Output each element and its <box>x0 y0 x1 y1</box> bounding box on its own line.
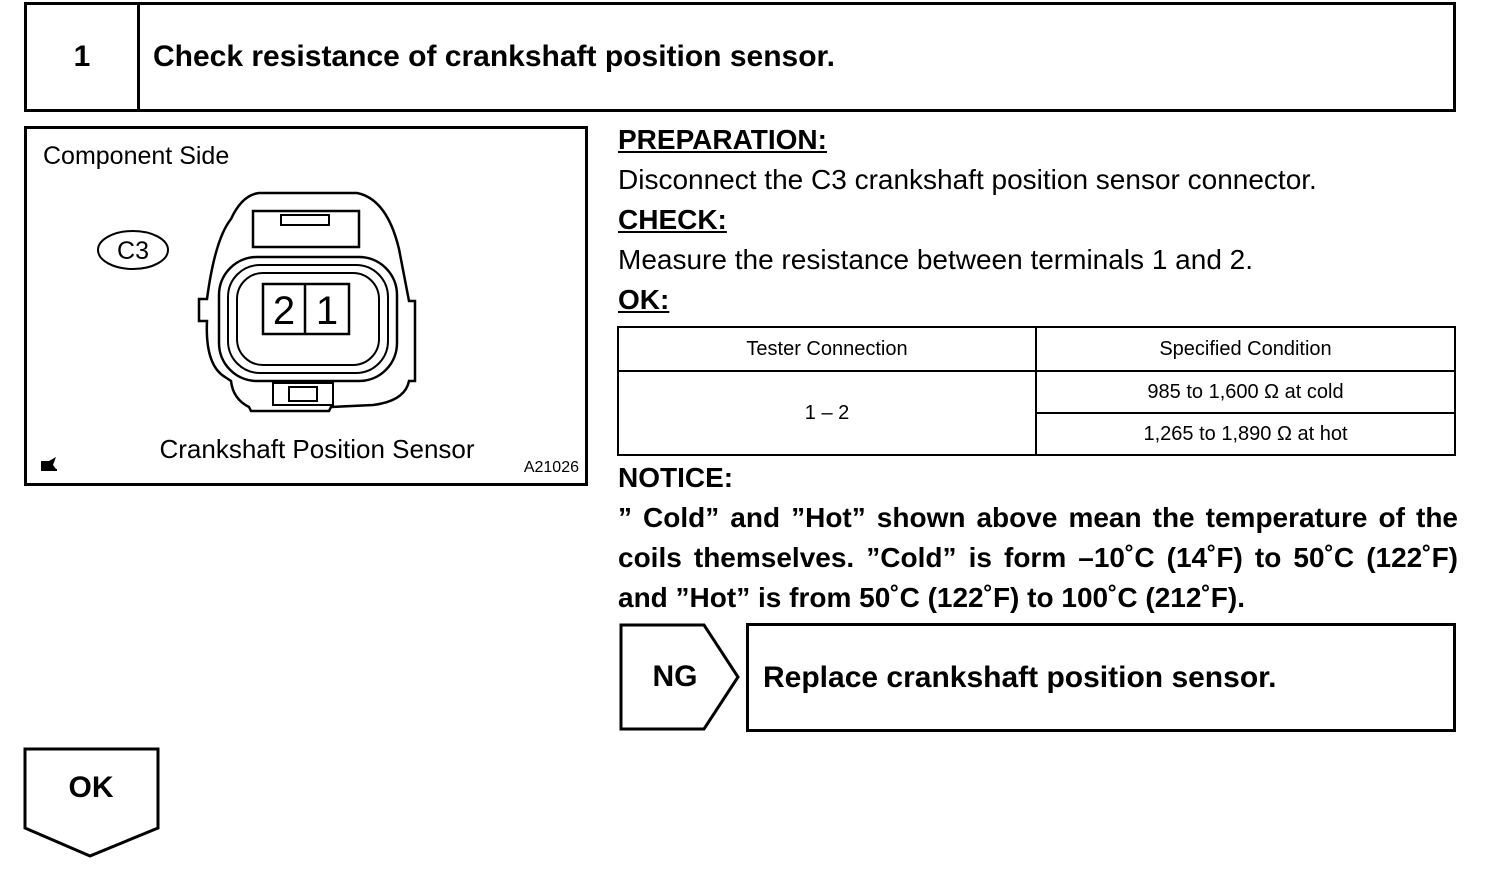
connector-illustration: Component Side C3 2 1 Crankshaft Positio… <box>24 126 588 486</box>
notice-text: ” Cold” and ”Hot” shown above mean the t… <box>618 502 1458 613</box>
connector-latch <box>251 209 361 249</box>
preparation-heading: PREPARATION: <box>618 124 827 155</box>
step-title: Check resistance of crankshaft position … <box>153 40 835 73</box>
ng-action-text: Replace crankshaft position sensor. <box>763 660 1277 694</box>
ng-action-box: Replace crankshaft position sensor. <box>746 623 1456 732</box>
header-specified-condition: Specified Condition <box>1035 326 1456 372</box>
table-row: 1 – 2 985 to 1,600 Ω at cold <box>616 370 1456 456</box>
component-side-label: Component Side <box>43 142 229 170</box>
ng-label: NG <box>652 660 698 693</box>
check-text: Measure the resistance between terminals… <box>618 244 1254 275</box>
connector-housing-middle <box>227 264 389 374</box>
figure-code: A21026 <box>524 459 579 476</box>
terminal-2-label: 2 <box>273 289 295 333</box>
ok-heading: OK: <box>618 284 670 315</box>
spec-table: Tester Connection Specified Condition 1 … <box>616 326 1456 456</box>
connector-id-ellipse <box>97 230 169 270</box>
notice-heading: NOTICE: <box>618 462 734 493</box>
ok-label: OK <box>68 771 114 804</box>
table-row: 1,265 to 1,890 Ω at hot <box>618 412 1456 456</box>
illustration-caption: Crankshaft Position Sensor <box>159 434 474 464</box>
connector-bottom-lock <box>272 382 334 406</box>
connector-body <box>197 191 417 413</box>
step-number: 1 <box>27 5 140 109</box>
connector-housing-outer <box>217 255 399 383</box>
condition-hot-cell: 1,265 to 1,890 Ω at hot <box>1035 412 1456 456</box>
ok-arrow-shape <box>23 747 160 858</box>
connector-drawing: Component Side C3 2 1 Crankshaft Positio… <box>41 142 579 476</box>
ng-arrow-shape <box>619 623 740 731</box>
header-tester-connection: Tester Connection <box>616 326 1038 372</box>
terminal-1-label: 1 <box>316 289 338 333</box>
connector-id-label: C3 <box>117 237 149 265</box>
condition-cold-cell: 985 to 1,600 Ω at cold <box>1035 370 1456 414</box>
connector-housing-inner <box>236 272 380 366</box>
latch-slot <box>280 214 330 226</box>
check-heading: CHECK: <box>618 204 727 235</box>
table-header-row: Tester Connection Specified Condition <box>616 326 1456 372</box>
step-header: 1 Check resistance of crankshaft positio… <box>24 2 1456 112</box>
preparation-text: Disconnect the C3 crankshaft position se… <box>618 164 1317 195</box>
publisher-logo-icon <box>41 457 57 471</box>
connection-cell: 1 – 2 <box>616 370 1038 456</box>
